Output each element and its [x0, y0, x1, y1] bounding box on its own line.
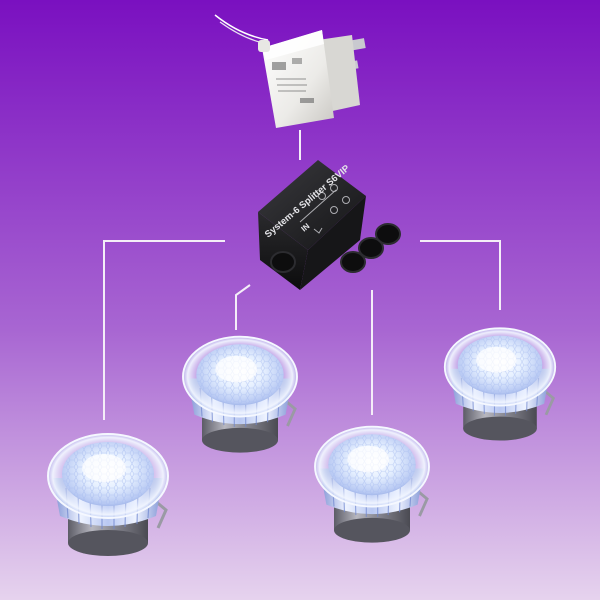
- power-adapter-icon: [258, 30, 366, 128]
- splitter-box-icon: System-6 Splitter S6VIP IN: [258, 160, 401, 290]
- splitter-outlets: [270, 223, 401, 273]
